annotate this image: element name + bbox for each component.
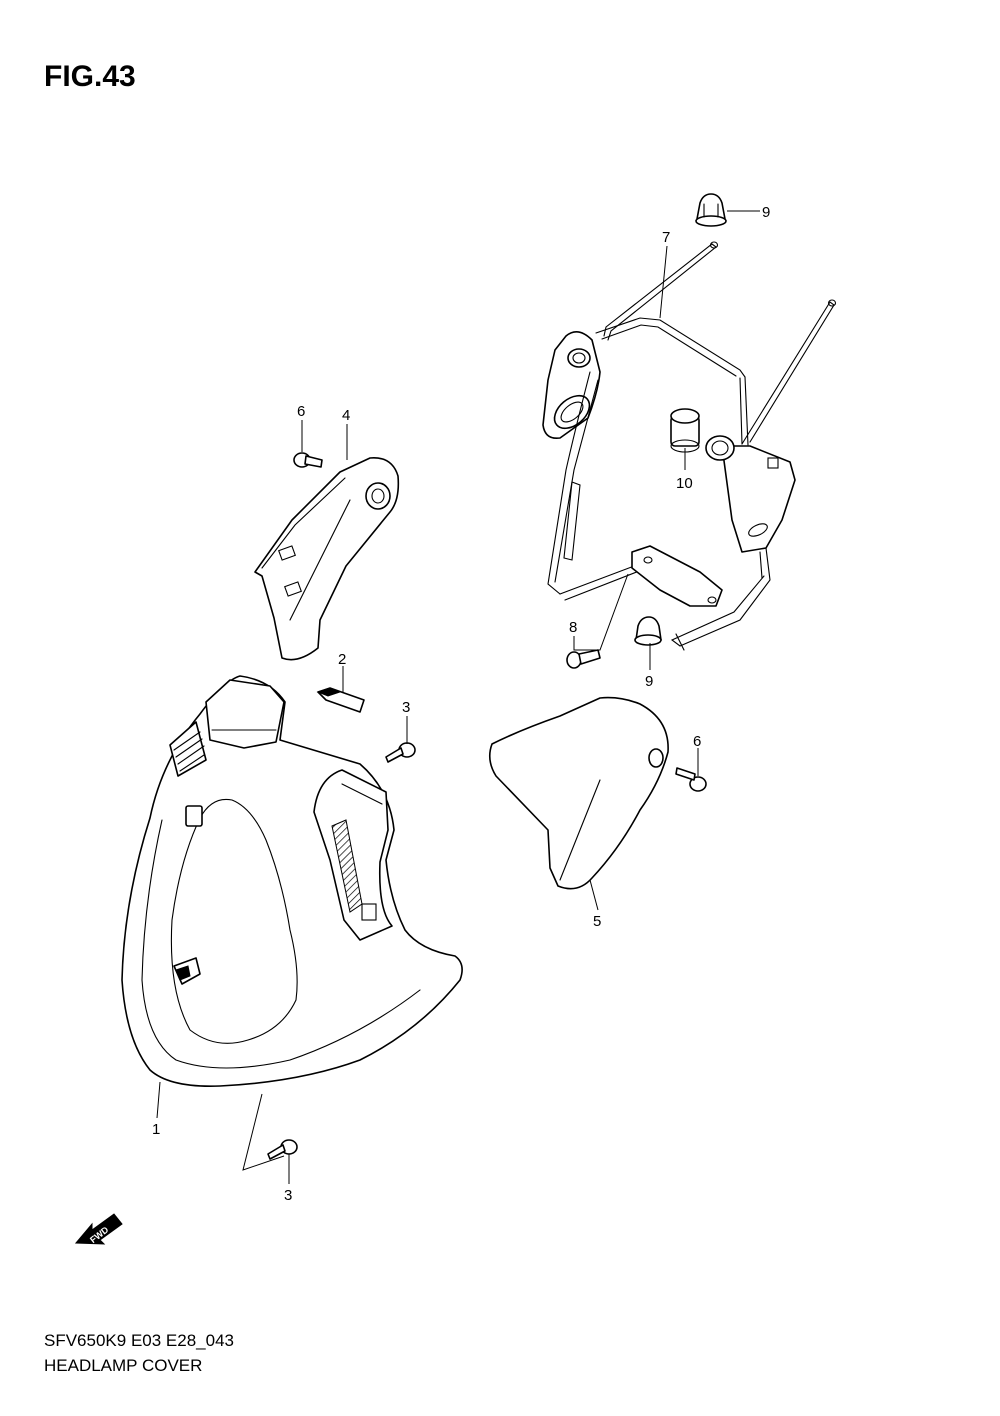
callout-labels: 9 7 6 4 10 8 9 2 3 6 5 1 3 [152, 204, 770, 1204]
part-10-grommet [670, 408, 700, 453]
part-3-screw-upper [385, 742, 416, 763]
callout-2: 2 [338, 651, 346, 668]
callout-6-top: 6 [297, 403, 305, 420]
part-1-headlamp-cover [121, 675, 463, 1087]
part-6-screw-top [293, 452, 323, 468]
fwd-arrow-icon: FWD [74, 1213, 123, 1245]
part-3-screw-lower [267, 1139, 298, 1160]
leader-lines [156, 210, 760, 1184]
figure-name: HEADLAMP COVER [44, 1356, 203, 1375]
callout-5: 5 [593, 913, 601, 930]
part-4-inner-cover-upper [254, 457, 400, 661]
callout-1: 1 [152, 1121, 160, 1138]
part-2-tape [316, 687, 365, 713]
callout-6-side: 6 [693, 733, 701, 750]
callout-10: 10 [676, 475, 693, 492]
part-5-inner-cover-side [488, 696, 669, 890]
part-8-bolt [566, 649, 601, 669]
callout-9-top: 9 [762, 204, 770, 221]
part-9-clip-nut-lower [634, 616, 662, 646]
part-6-screw-side [675, 767, 707, 792]
figure-title: FIG.43 [44, 60, 136, 93]
callout-3-lower: 3 [284, 1187, 292, 1204]
callout-9-lower: 9 [645, 673, 653, 690]
figure-code: SFV650K9 E03 E28_043 [44, 1331, 234, 1350]
callout-7: 7 [662, 229, 670, 246]
callout-8: 8 [569, 619, 577, 636]
callout-4: 4 [342, 407, 350, 424]
callout-3-upper: 3 [402, 699, 410, 716]
part-7-headlamp-bracket [542, 241, 837, 651]
part-9-clip-nut-top [695, 193, 727, 227]
